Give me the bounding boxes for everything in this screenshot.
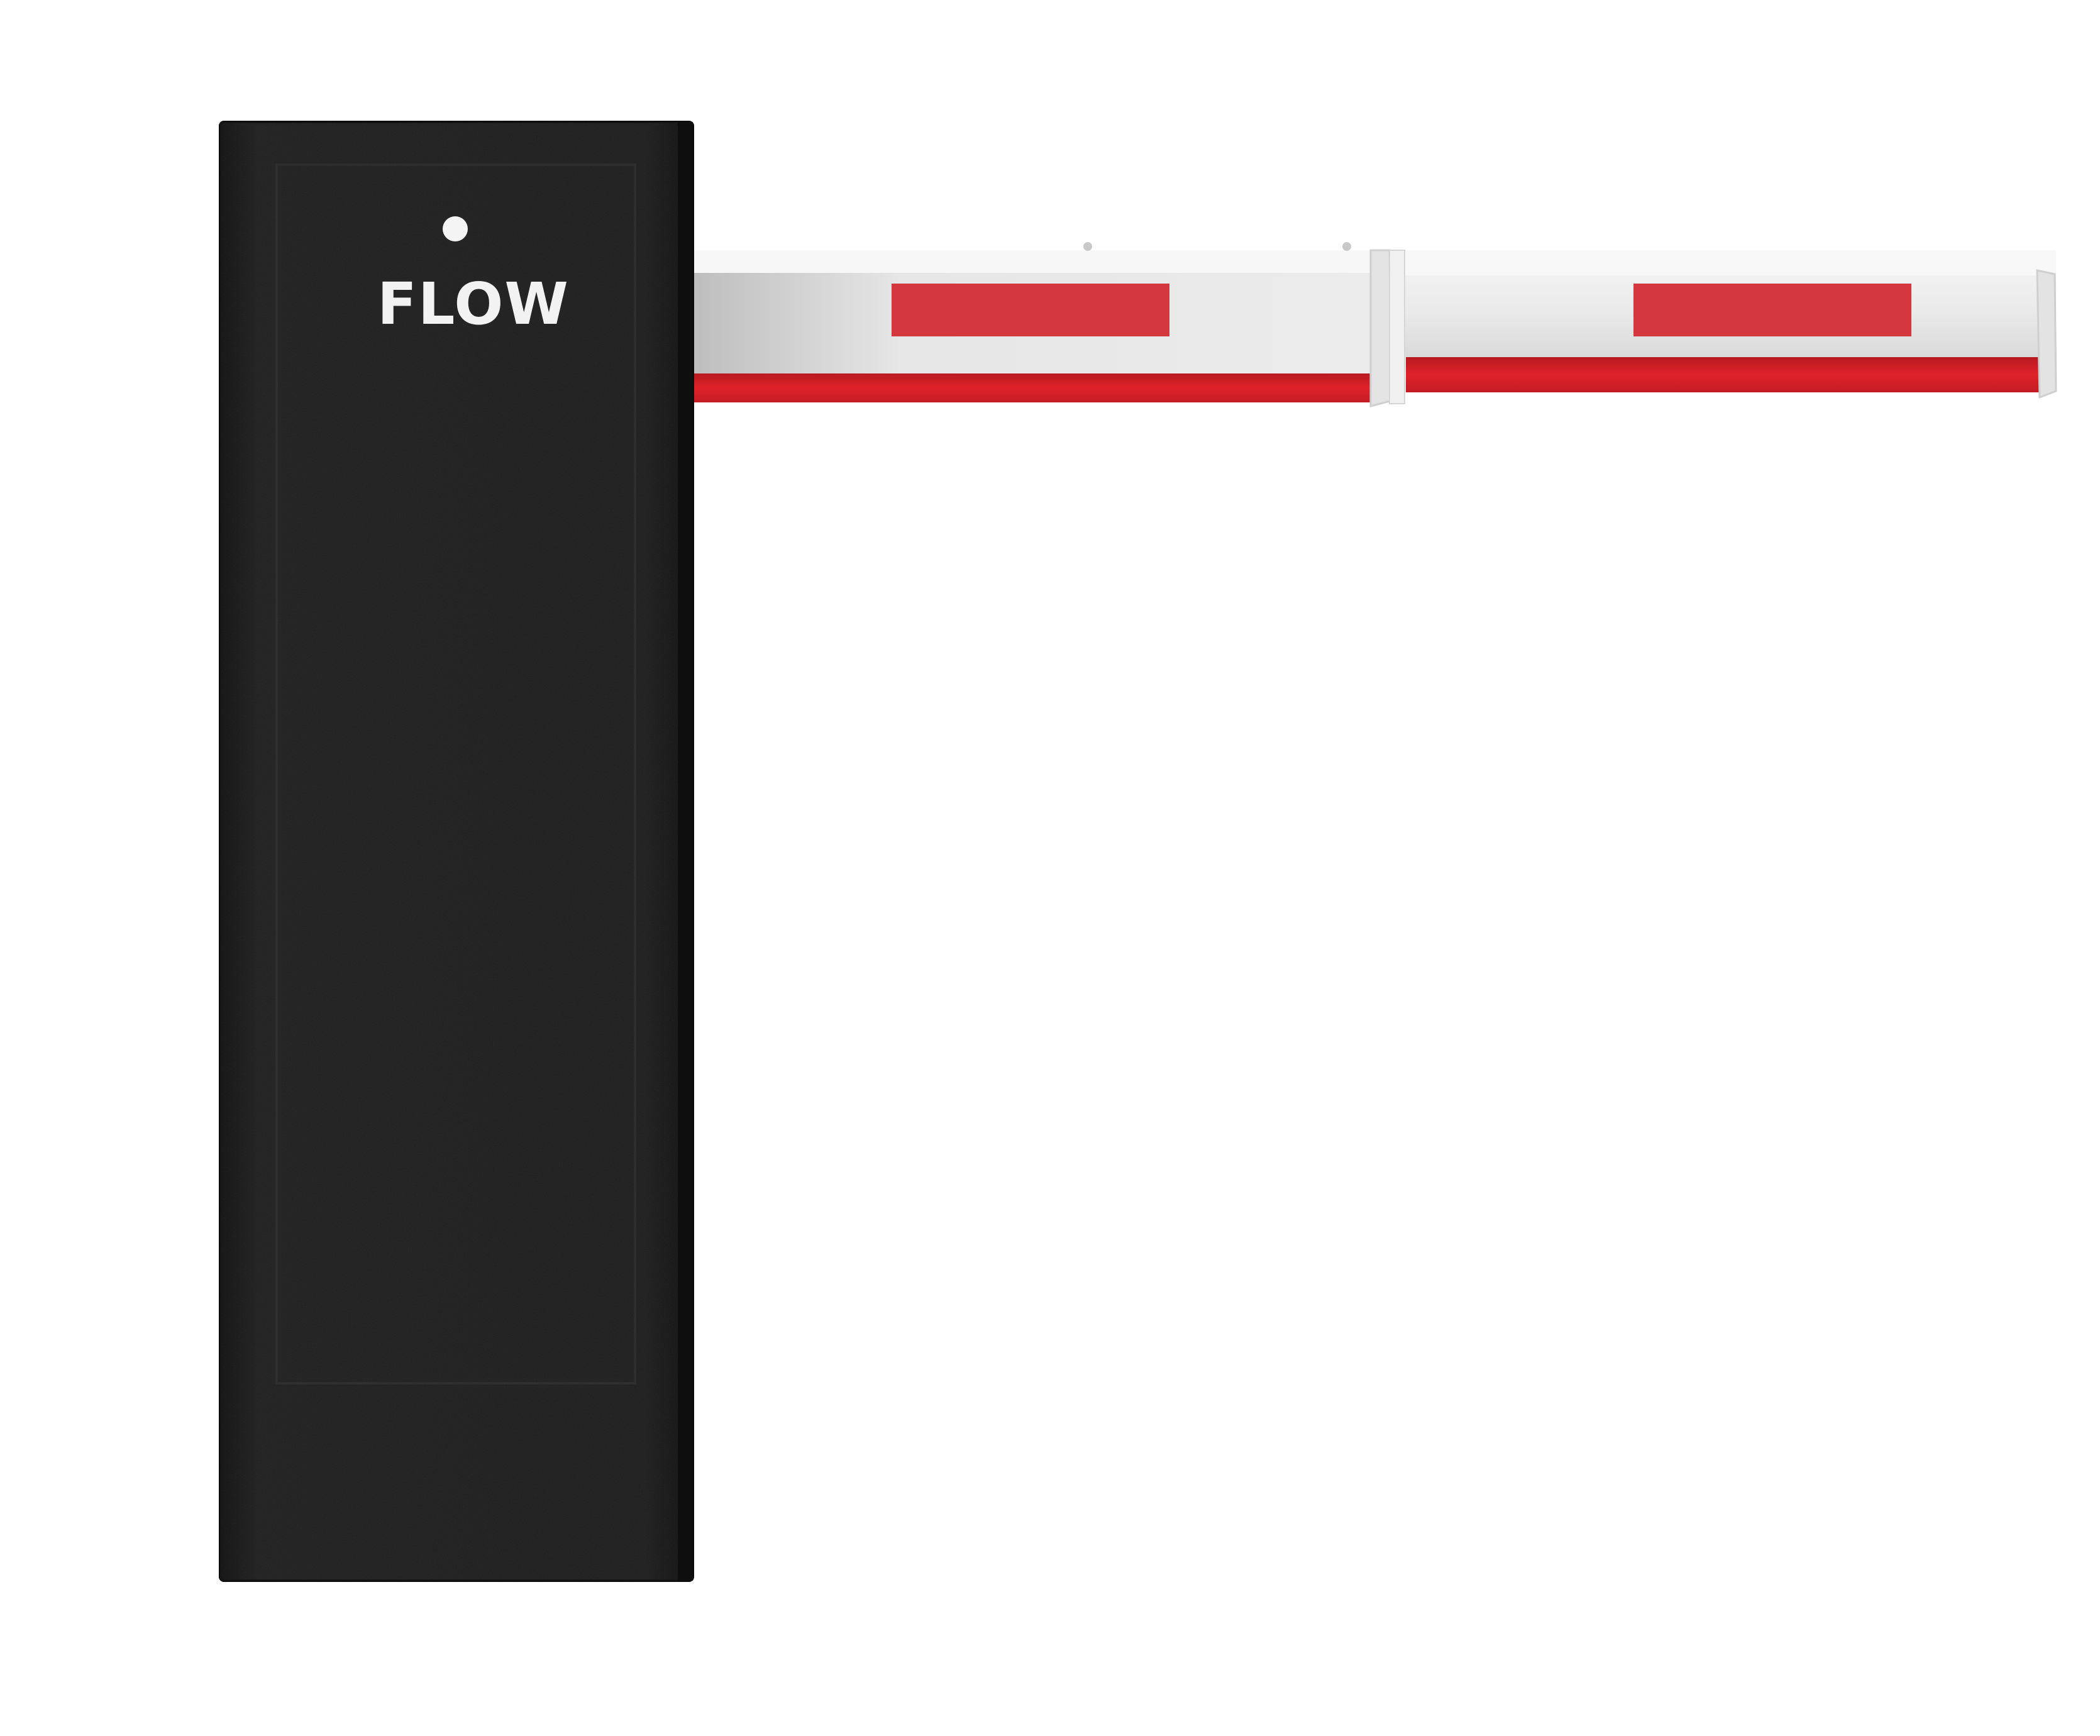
boom-end-cap (2036, 269, 2057, 399)
cabinet-texture (220, 122, 693, 1581)
boom-red-underside (690, 373, 1376, 402)
reflector-stripe (1633, 284, 1911, 336)
boom-red-underside (1406, 357, 2046, 392)
boom-arm-segment-1 (690, 242, 1396, 407)
reflector-stripe (892, 284, 1169, 336)
boom-bolt (1342, 242, 1351, 251)
boom-bolt (1083, 242, 1092, 251)
cabinet-door-panel (275, 163, 636, 1385)
boom-top-face (1402, 250, 2056, 275)
boom-arm-segment-2 (1342, 242, 2057, 399)
boom-top-face (690, 250, 1390, 273)
indicator-light (443, 216, 468, 241)
barrier-cabinet (219, 121, 694, 1582)
boom-joint (1389, 250, 1405, 404)
brand-logo: FLOW (377, 270, 570, 338)
cabinet-right-edge (678, 122, 693, 1581)
